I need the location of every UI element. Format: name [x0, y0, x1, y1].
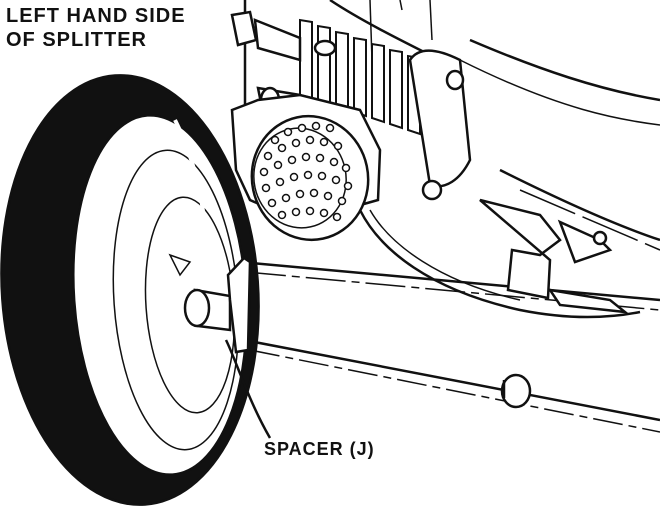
- shroud-curve: [358, 209, 641, 319]
- muffler-perforations: [259, 121, 353, 222]
- side-label-line2: OF SPLITTER: [6, 29, 147, 51]
- spacer-leader-line: [224, 339, 272, 439]
- muffler: [230, 93, 382, 242]
- splitter-beam: [230, 255, 660, 433]
- wheel: [0, 74, 260, 506]
- spacer-callout: SPACER (J): [264, 439, 375, 459]
- side-label-line1: LEFT HAND SIDE: [6, 5, 186, 27]
- beam-bolt: [500, 373, 532, 409]
- axle-spacer: [183, 256, 252, 354]
- mount-bracket: [408, 49, 472, 201]
- side-label: LEFT HAND SIDE OF SPLITTER: [6, 4, 186, 52]
- lower-fitting: [479, 198, 630, 314]
